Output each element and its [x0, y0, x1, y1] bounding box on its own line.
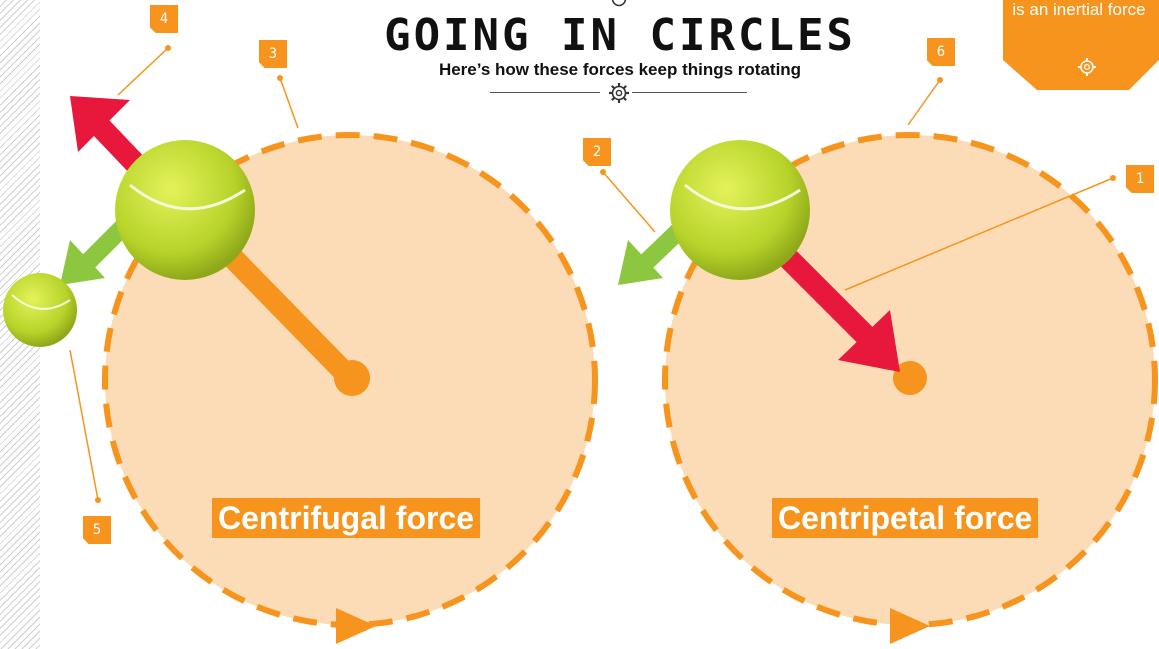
- callout-1: 1: [1126, 165, 1154, 193]
- direction-arrow-left: [336, 608, 376, 644]
- red-arrow-inward: [772, 242, 900, 372]
- callout-5: 5: [83, 516, 111, 544]
- gear-icon-top: [611, 0, 627, 7]
- callout-3: 3: [259, 40, 287, 68]
- callout-6: 6: [927, 38, 955, 66]
- direction-arrow-right: [890, 608, 930, 644]
- divider-right: [632, 92, 747, 93]
- page-title: GOING IN CIRCLES: [384, 10, 856, 61]
- callout-4: 4: [150, 5, 178, 33]
- tennis-ball-escaped: [3, 273, 77, 347]
- corner-badge-text: is an inertial force: [1012, 0, 1146, 19]
- gear-icon-badge: [1078, 58, 1096, 76]
- callout-2: 2: [583, 138, 611, 166]
- center-dot-right: [893, 361, 927, 395]
- center-dot-left: [334, 360, 370, 396]
- radius-line-left: [222, 247, 358, 386]
- gear-icon: [609, 83, 629, 103]
- callout-leaders: [69, 47, 1114, 501]
- centrifugal-force-label: Centrifugal force: [212, 498, 481, 538]
- divider-left: [490, 92, 600, 93]
- page-subtitle: Here’s how these forces keep things rota…: [438, 60, 802, 79]
- centripetal-force-label: Centripetal force: [772, 498, 1039, 538]
- corner-badge: [1003, 0, 1159, 90]
